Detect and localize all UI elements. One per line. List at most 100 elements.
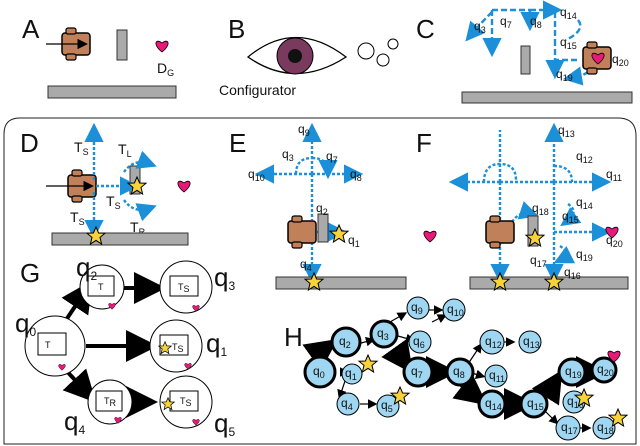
h-node-label: q20 [597,362,614,378]
panel-c: C q3 q7 q8 q14 q15 q19 q20 [416,0,633,104]
g-ts-label: TS [172,342,184,354]
d-ts-top-label: TS [74,139,89,157]
lower-panels-frame [3,117,637,445]
g-node-q0 [24,315,86,377]
panel-e-letter: E [229,128,246,158]
h-node-q9 [406,296,430,320]
goal-heart-icon [423,230,437,243]
h-node-q8 [445,357,475,387]
f-q20-label: q20 [606,233,623,249]
h-node-q5 [376,394,400,418]
h-node-label: q9 [411,300,423,316]
f-q19-label: q19 [576,247,593,263]
thought-bubble-icon [376,53,390,67]
d-ts-bottom-label: TS [70,209,85,227]
h-node-label: q19 [565,364,582,380]
c-q15-label: q15 [560,35,577,51]
e-q9-label: q9 [298,122,310,138]
obstacle-wall [116,29,128,61]
star-icon [358,354,378,373]
g-q1-label: q1 [206,328,227,359]
goal-heart-icon [155,40,169,53]
h-node-label: q13 [523,334,540,350]
g-node-q1 [149,319,203,373]
obstacle-wall [520,45,531,75]
g-t-label: T [45,340,51,350]
e-q1-label: q1 [348,233,360,249]
h-node-label: q10 [447,302,464,318]
c-q7-label: q7 [500,14,512,30]
robot-icon [287,215,317,249]
h-node-label: q3 [377,326,389,342]
d-tl-label: TL [118,141,132,159]
h-node-label: q12 [485,334,502,350]
h-node-q13 [518,330,542,354]
h-node-q20 [590,356,618,384]
h-node-label: q8 [453,364,465,380]
goal-heart-icon [177,180,191,193]
h-node-label: q5 [381,398,393,414]
f-q17-label: q17 [530,253,547,269]
g-q0-label: q0 [15,308,36,339]
h-node-q11 [484,364,508,388]
h-node-label: q1 [345,366,357,382]
f-q13-label: q13 [558,123,575,139]
f-q12-label: q12 [576,149,593,165]
h-node-q4 [336,392,360,416]
panel-f: F q13 q12 q11 q14 q15 q18 q20 [416,122,629,291]
star-icon [329,224,349,243]
c-q20-label: q20 [612,52,629,68]
h-node-label: q0 [313,364,325,380]
robot-icon [485,215,515,249]
thought-bubble-icon [387,38,399,50]
panel-e: E q7 q8 q9 q10 q3 q2 q1 q4 [229,122,437,291]
panel-f-letter: F [416,128,432,158]
g-node-q5 [159,375,213,429]
panel-h-letter: H [284,322,303,352]
floor-wall [51,232,189,246]
h-node-q12 [479,329,505,355]
obstacle-wall [317,213,329,243]
c-q14-label: q14 [560,5,577,21]
panel-a-letter: A [22,14,40,44]
g-q3-label: q3 [214,262,235,293]
h-node-label: q6 [413,334,425,350]
c-q3-label: q3 [474,19,486,35]
h-node-label: q4 [341,396,353,412]
floor-wall [461,91,633,104]
h-node-label: q17 [561,420,578,436]
h-node-q14 [477,389,507,419]
g-q5-label: q5 [214,408,235,439]
h-node-q17 [555,415,581,441]
goal-label: DG [157,60,174,78]
f-q18-label: q18 [532,201,549,217]
h-node-q3 [369,319,399,349]
c-q19-label: q19 [556,67,573,83]
f-q16-label: q16 [564,265,581,281]
panel-d: D TS TL TS TS TR [20,122,191,246]
panel-b-letter: B [228,14,245,44]
obstacle-wall [527,215,539,247]
f-q11-label: q11 [606,167,622,183]
g-q4-label: q4 [64,406,85,437]
h-node-q7 [402,356,434,388]
h-node-label: q15 [527,396,544,412]
g-t-label: T [98,282,104,292]
d-ts-mid-label: TS [106,193,121,211]
h-node-q18 [592,416,616,440]
panel-b: B Configurator [219,14,399,98]
h-node-label: q2 [339,334,351,350]
floor-wall [275,276,407,290]
panel-a: A DG [22,14,177,99]
h-node-q2 [330,326,362,358]
g-ts-label: TS [180,396,192,408]
f-q15-label: q15 [562,209,579,225]
e-q10-label: q10 [248,167,265,183]
panel-c-letter: C [416,14,435,44]
d-tr-label: TR [130,219,146,237]
e-q3-label: q3 [282,147,294,163]
e-q4-label: q4 [300,257,312,273]
g-ts-label: TS [178,282,190,294]
